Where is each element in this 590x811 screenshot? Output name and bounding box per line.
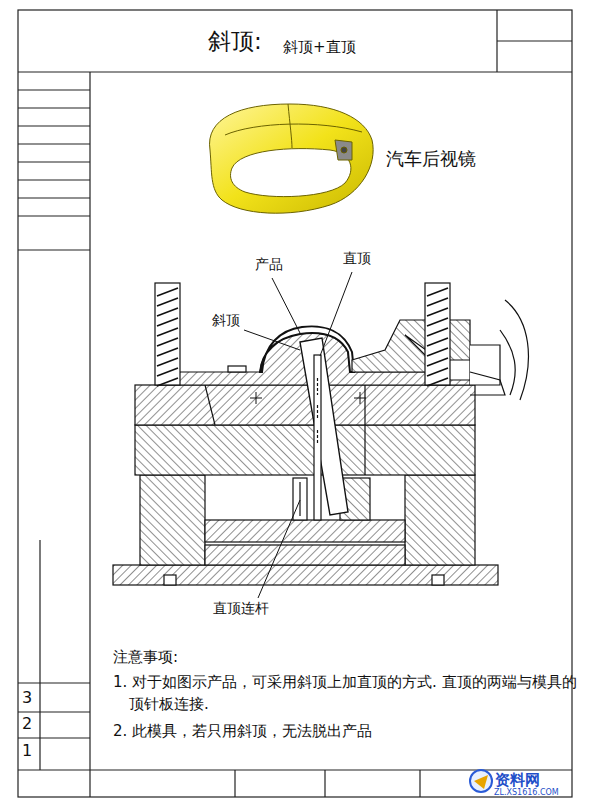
row-number: 3 bbox=[22, 688, 32, 707]
leader-line bbox=[244, 272, 352, 598]
product-name: 汽车后视镜 bbox=[386, 148, 476, 170]
spring-coil bbox=[157, 328, 178, 336]
mirror-illustration bbox=[210, 104, 374, 213]
note: 2. 此模具，若只用斜顶，无法脱出产品 bbox=[113, 722, 372, 740]
watermark-logo bbox=[470, 770, 492, 792]
spring bbox=[155, 283, 450, 385]
subtitle: 斜顶+直顶 bbox=[283, 38, 356, 56]
notes-heading: 注意事项: bbox=[113, 648, 178, 666]
drawing-title: 斜顶: bbox=[208, 28, 262, 56]
spring-coil bbox=[427, 298, 448, 306]
spring-coil bbox=[157, 318, 178, 326]
spring-coil bbox=[157, 348, 178, 356]
spring-coil bbox=[427, 358, 448, 366]
row-number: 1 bbox=[22, 741, 32, 760]
part-label: 直顶连杆 bbox=[213, 600, 269, 617]
part-label: 直顶 bbox=[343, 250, 371, 267]
spring-coil bbox=[427, 348, 448, 356]
mold-section bbox=[113, 283, 528, 585]
spring-coil bbox=[427, 318, 448, 326]
spring-coil bbox=[427, 368, 448, 376]
spring-coil bbox=[427, 328, 448, 336]
spring-coil bbox=[157, 378, 178, 386]
spring-coil bbox=[157, 288, 178, 296]
row-number: 2 bbox=[22, 714, 32, 733]
part-label: 产品 bbox=[255, 256, 283, 273]
spring-coil bbox=[427, 378, 448, 386]
spring-coil bbox=[157, 298, 178, 306]
spring-coil bbox=[427, 288, 448, 296]
spring-coil bbox=[157, 338, 178, 346]
spring-coil bbox=[157, 368, 178, 376]
note: 1. 对于如图示产品，可采用斜顶上加直顶的方式. 直顶的两端与模具的顶针板连接. bbox=[113, 672, 584, 716]
part-label: 斜顶 bbox=[212, 312, 240, 329]
spring-coil bbox=[427, 308, 448, 316]
spring-coil bbox=[427, 338, 448, 346]
spring-coil bbox=[157, 308, 178, 316]
watermark: 资料网 bbox=[495, 771, 540, 789]
spring-coil bbox=[157, 358, 178, 366]
watermark: ZL.XS1616.COM bbox=[494, 788, 559, 798]
